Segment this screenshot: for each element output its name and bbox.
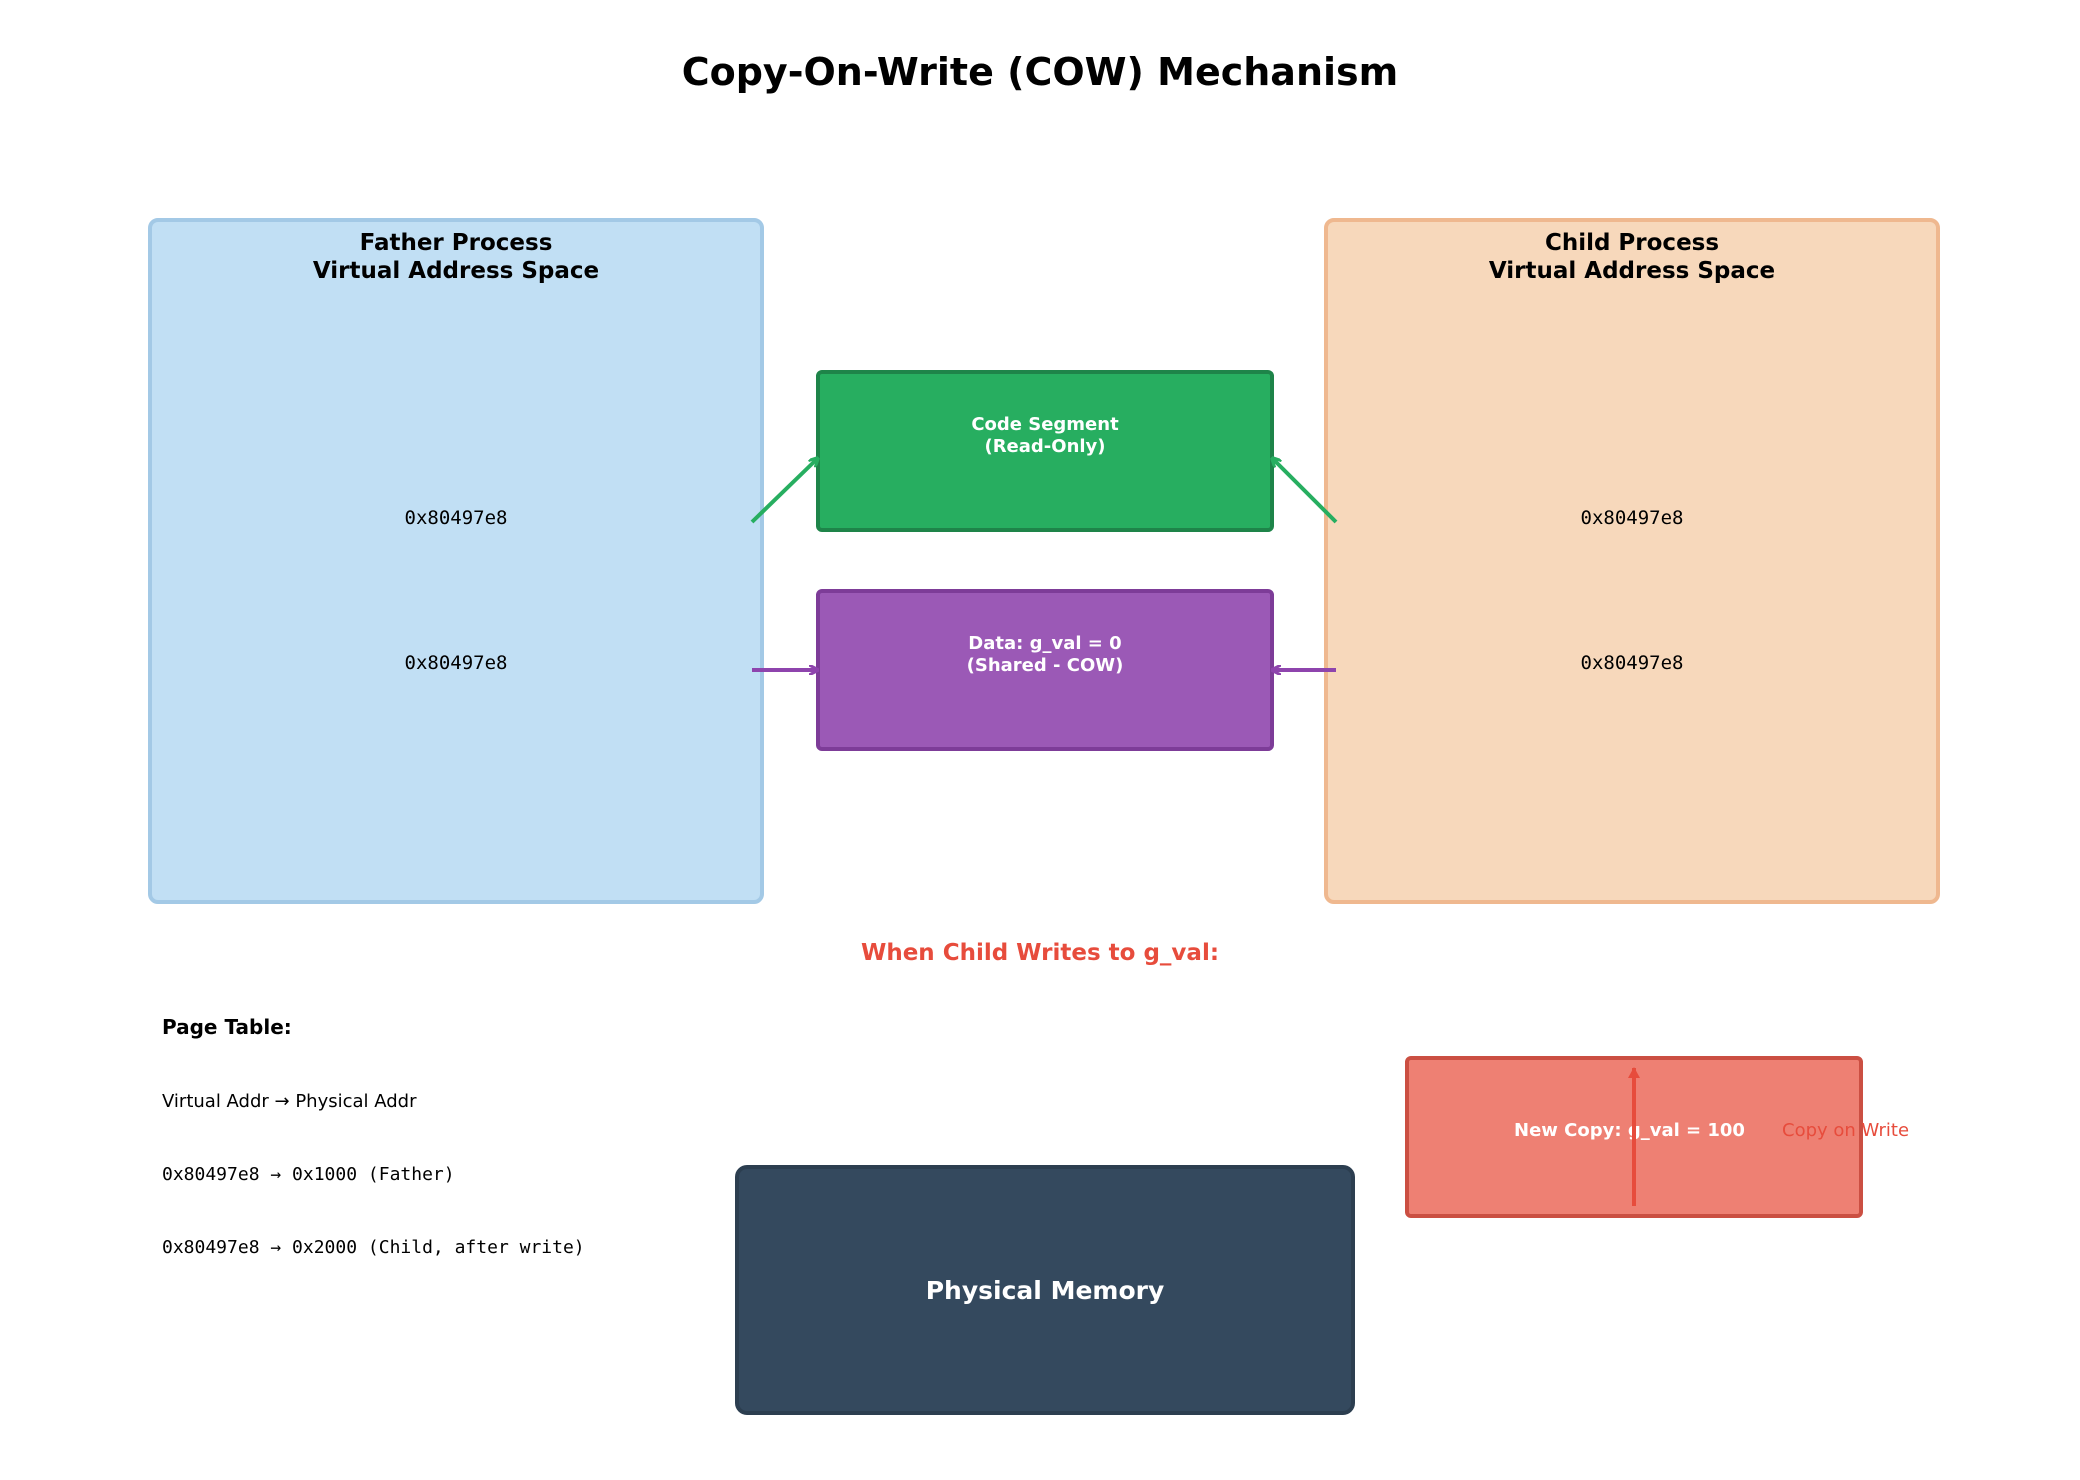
child-title-line2: Virtual Address Space	[1488, 258, 1776, 284]
page-table-row-father: 0x80497e8 → 0x1000 (Father)	[162, 1164, 455, 1185]
data-segment-sublabel: (Shared - COW)	[966, 655, 1124, 676]
page-table-row-child: 0x80497e8 → 0x2000 (Child, after write)	[162, 1237, 585, 1258]
child-space-title: Child Process Virtual Address Space	[1324, 229, 1940, 285]
data-segment-box: Data: g_val = 0 (Shared - COW)	[816, 589, 1274, 751]
copy-on-write-label: Copy on Write	[1782, 1120, 1910, 1141]
when-child-writes-heading: When Child Writes to g_val:	[860, 940, 1220, 966]
page-table-header: Virtual Addr → Physical Addr	[162, 1091, 417, 1112]
code-segment-label: Code Segment	[971, 414, 1119, 435]
father-title-line1: Father Process	[359, 230, 553, 256]
child-title-line1: Child Process	[1544, 230, 1720, 256]
diagram-title: Copy-On-Write (COW) Mechanism	[681, 50, 1399, 94]
code-segment-box: Code Segment (Read-Only)	[816, 370, 1274, 532]
physical-memory-box: Physical Memory	[735, 1165, 1355, 1415]
father-space-title: Father Process Virtual Address Space	[148, 229, 764, 285]
child-code-address: 0x80497e8	[1580, 507, 1684, 529]
child-address-space	[1324, 218, 1940, 904]
code-segment-sublabel: (Read-Only)	[984, 436, 1106, 457]
father-data-address: 0x80497e8	[404, 652, 508, 674]
father-to-code-arrow	[750, 458, 818, 524]
new-copy-label: New Copy: g_val = 100	[1514, 1120, 1745, 1141]
data-segment-label: Data: g_val = 0	[968, 633, 1122, 654]
child-data-address: 0x80497e8	[1580, 652, 1684, 674]
child-to-code-arrow	[1272, 458, 1338, 524]
father-code-address: 0x80497e8	[404, 507, 508, 529]
father-title-line2: Virtual Address Space	[312, 258, 600, 284]
father-address-space	[148, 218, 764, 904]
page-table-title: Page Table:	[162, 1015, 292, 1039]
physical-memory-label: Physical Memory	[925, 1275, 1165, 1305]
